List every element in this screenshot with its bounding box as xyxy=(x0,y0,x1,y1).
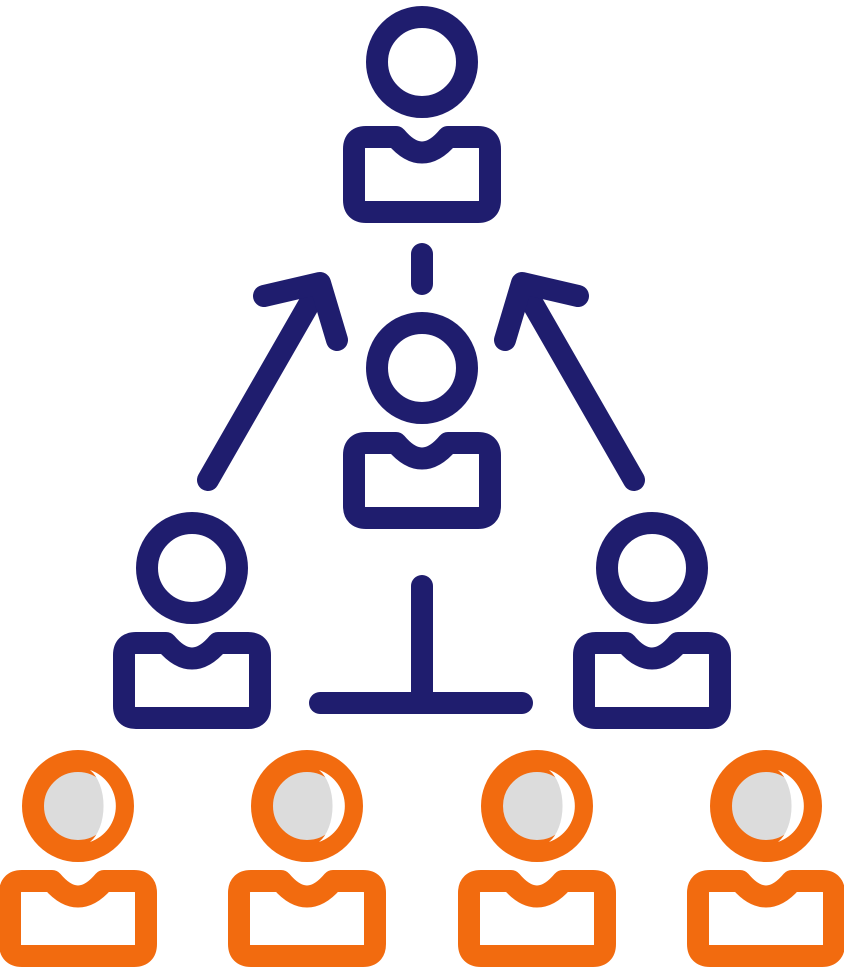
right-up-arrow-icon xyxy=(494,272,645,491)
left-manager-person-icon xyxy=(124,523,260,718)
team-member-1-person-icon xyxy=(10,761,146,956)
middle-manager-person-icon xyxy=(354,323,490,518)
team-member-4-person-icon xyxy=(698,761,834,956)
t-shaped-base-connector xyxy=(309,575,533,714)
left-up-arrow-icon xyxy=(197,272,348,491)
top-leader-person-icon xyxy=(354,17,490,212)
team-member-3-person-icon xyxy=(469,761,605,956)
team-member-2-person-icon xyxy=(239,761,375,956)
right-manager-person-icon xyxy=(584,523,720,718)
